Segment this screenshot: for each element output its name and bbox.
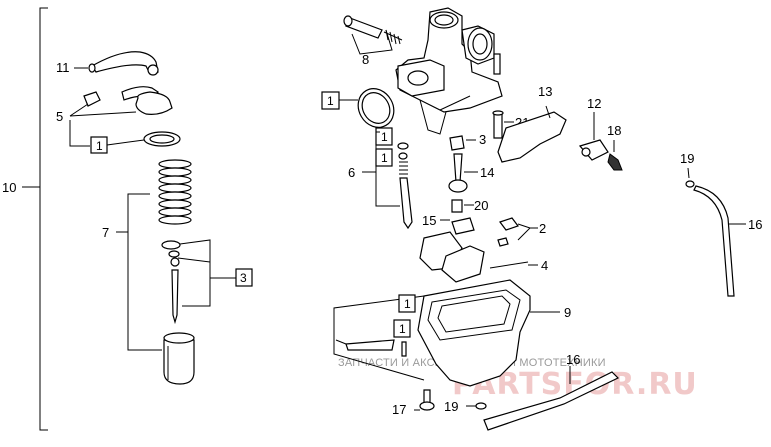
callout-20: 20 bbox=[474, 198, 488, 213]
float-pin-part: 2 bbox=[497, 217, 546, 247]
float-bowl-assembly: 9 1 1 bbox=[333, 279, 571, 387]
spring-part bbox=[158, 159, 192, 225]
callout-1-box-d: 1 bbox=[381, 151, 388, 165]
callout-3: 3 bbox=[479, 132, 486, 147]
jet-needle-part: 3 bbox=[161, 239, 253, 325]
callout-4: 4 bbox=[541, 258, 548, 273]
callout-3-box: 3 bbox=[240, 271, 247, 285]
hose-clip-lower: 19 bbox=[444, 399, 487, 414]
callout-18: 18 bbox=[607, 123, 621, 138]
throttle-slide-part bbox=[163, 332, 195, 385]
cable-clamp-part: 12 bbox=[578, 96, 609, 161]
screw-part-18: 18 bbox=[607, 123, 623, 171]
bracket-10: 10 bbox=[2, 7, 48, 431]
callout-15: 15 bbox=[422, 213, 436, 228]
callout-6: 6 bbox=[348, 165, 355, 180]
carburetor-body-part bbox=[395, 7, 503, 135]
breather-hose-part: 19 16 bbox=[680, 151, 762, 297]
float-needle-part: 15 bbox=[422, 213, 475, 235]
needle-jet-part: 14 bbox=[448, 153, 494, 193]
callout-10: 10 bbox=[2, 180, 16, 195]
callout-14: 14 bbox=[480, 165, 494, 180]
throttle-stop-bracket: 13 bbox=[497, 84, 567, 163]
float-part: 4 bbox=[419, 231, 548, 283]
carburetor-upper-body: 8 1 1 1 bbox=[321, 7, 623, 283]
callout-8: 8 bbox=[362, 52, 369, 67]
needle-jet-holder-part: 3 bbox=[449, 132, 486, 151]
callout-12: 12 bbox=[587, 96, 601, 111]
callout-19-lower: 19 bbox=[444, 399, 458, 414]
callout-7: 7 bbox=[102, 225, 109, 240]
drain-hose-lower: 16 bbox=[483, 352, 620, 431]
callout-17: 17 bbox=[392, 402, 406, 417]
pilot-screw-part: 1 1 6 bbox=[348, 127, 413, 230]
main-jet-part: 20 bbox=[451, 198, 488, 213]
cable-elbow-part: 11 bbox=[56, 51, 159, 76]
drain-screw-part: 17 bbox=[392, 389, 435, 417]
callout-5: 5 bbox=[56, 109, 63, 124]
callout-1-box-b: 1 bbox=[327, 94, 334, 108]
callout-16-lower: 16 bbox=[566, 352, 580, 367]
callout-1-box-a: 1 bbox=[96, 139, 103, 153]
screw-part-8: 8 bbox=[343, 15, 403, 67]
callout-1-box-f: 1 bbox=[399, 322, 406, 336]
callout-13: 13 bbox=[538, 84, 552, 99]
throttle-slide-assembly: 7 bbox=[102, 159, 195, 385]
callout-2: 2 bbox=[539, 221, 546, 236]
watermark: PARTSFOR.RU ЗАПЧАСТИ И АКСЕССУАРЫ ДЛЯ МО… bbox=[338, 357, 697, 402]
callout-11: 11 bbox=[56, 60, 70, 75]
callout-9: 9 bbox=[564, 305, 571, 320]
callout-1-box-c: 1 bbox=[381, 130, 388, 144]
callout-19-upper: 19 bbox=[680, 151, 694, 166]
top-cap-part: 5 1 bbox=[56, 86, 181, 154]
callout-1-box-e: 1 bbox=[404, 297, 411, 311]
o-ring-part: 1 bbox=[321, 88, 395, 128]
callout-16-upper: 16 bbox=[748, 217, 762, 232]
